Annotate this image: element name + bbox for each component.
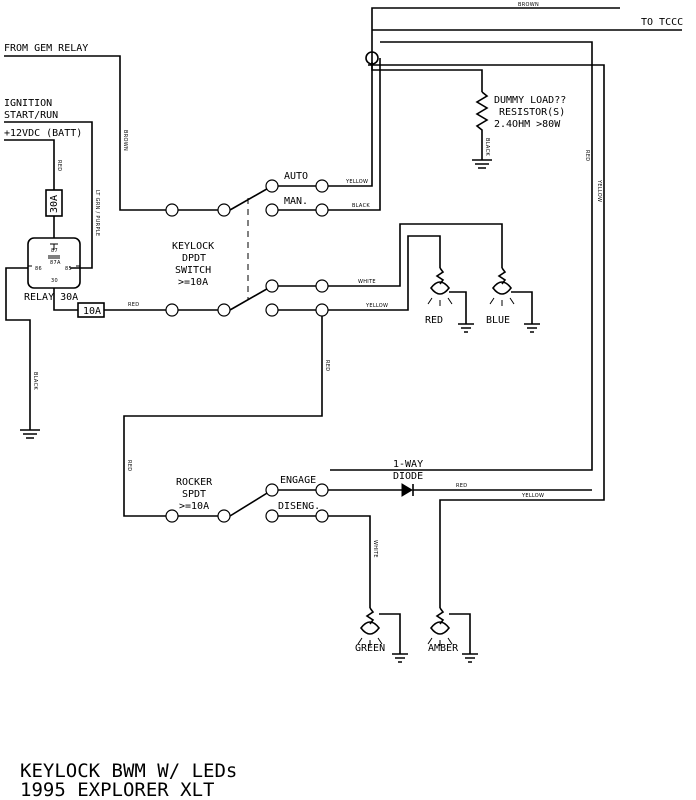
man-label: MAN.	[284, 196, 308, 207]
rocker-terminal-1	[165, 509, 179, 523]
diseng-label: DISENG.	[278, 501, 320, 512]
blue-led-label: BLUE	[486, 315, 510, 326]
wire-label-yellow-mid: YELLOW	[365, 303, 388, 309]
relay-out-wire	[53, 288, 78, 311]
ignition-label-1: IGNITION	[4, 98, 52, 109]
fuse-30a-label: 30A	[49, 195, 60, 213]
ground-symbol-relay	[20, 429, 40, 439]
keylock-label-2: DPDT	[182, 253, 206, 264]
keylock-terminal-4	[217, 303, 231, 317]
relay-contact-87	[50, 243, 58, 250]
keylock-terminal-auto-l	[265, 179, 279, 193]
wire-label-black-man: BLACK	[352, 203, 370, 209]
wire-label-brown-top: BROWN	[122, 130, 128, 151]
ignition-wire	[4, 121, 93, 269]
to-tccc-label: TO TCCC	[641, 17, 683, 28]
keylock-label-1: KEYLOCK	[172, 241, 214, 252]
relay-pin-86: 86	[35, 266, 42, 272]
white-green-wire	[328, 515, 371, 608]
wire-label-red-diode: RED	[456, 483, 467, 489]
batt-wire	[4, 139, 55, 190]
wire-label-black-relay: BLACK	[32, 372, 38, 390]
rocker-label-3: >=10A	[179, 501, 209, 512]
rocker-terminal-diseng-l	[265, 509, 279, 523]
keylock-blade-2	[229, 285, 273, 311]
green-led	[357, 607, 408, 663]
dummy-load-label-1: DUMMY LOAD??	[494, 95, 566, 106]
rocker-terminal-engage-r	[315, 483, 329, 497]
keylock-terminal-white-r	[315, 279, 329, 293]
wire-label-brown: BROWN	[518, 2, 539, 8]
resistor	[475, 91, 489, 160]
yellow-mid-wire	[328, 235, 441, 311]
batt-label: +12VDC (BATT)	[4, 128, 82, 139]
wire-label-black-resistor: BLACK	[484, 138, 490, 156]
wire-label-red-right: RED	[584, 150, 590, 161]
rocker-terminal-engage-l	[265, 483, 279, 497]
relay-ground-wire	[5, 267, 31, 430]
wire-label-red-fuse: RED	[128, 302, 139, 308]
rocker-label-1: ROCKER	[176, 477, 213, 488]
red-right-wire	[330, 41, 593, 471]
keylock-terminal-2	[217, 203, 231, 217]
rocker-blade	[229, 489, 273, 517]
from-gem-relay-label: FROM GEM RELAY	[4, 43, 88, 54]
relay-contact-87a	[48, 255, 60, 259]
keylock-label-3: SWITCH	[175, 265, 211, 276]
dummy-load-label-2: RESISTOR(S)	[499, 107, 565, 118]
auto-label: AUTO	[284, 171, 308, 182]
keylock-terminal-yellow-r	[315, 303, 329, 317]
wire-label-white-green: WHITE	[372, 540, 378, 558]
amber-led	[427, 607, 478, 663]
dummy-load-label-3: 2.4OHM >80W	[494, 119, 561, 130]
blue-led	[489, 267, 540, 333]
rocker-terminal-2	[217, 509, 231, 523]
wire-label-yellow-right: YELLOW	[596, 179, 602, 202]
white-top-wire	[328, 223, 503, 287]
wire-label-yellow-auto: YELLOW	[345, 179, 368, 185]
title-line-2: 1995 EXPLORER XLT	[20, 779, 214, 800]
relay-pin-87: 87	[51, 248, 58, 254]
red-led	[427, 267, 474, 333]
yellow-right-wire	[368, 64, 605, 608]
relay-pin-85: 85	[65, 266, 72, 272]
ignition-label-2: START/RUN	[4, 110, 58, 121]
fuse-10a-label: 10A	[83, 306, 101, 317]
diode-label-2: DIODE	[393, 471, 423, 482]
keylock-terminal-1	[165, 203, 179, 217]
wire-label-yellow-bottom: YELLOW	[521, 493, 544, 499]
wire-label-red-left: RED	[126, 460, 132, 471]
wire-label-white-top: WHITE	[358, 279, 376, 285]
keylock-terminal-yellow-l	[265, 303, 279, 317]
relay-pin-87a: 87A	[50, 260, 61, 266]
resistor-feed-wire	[371, 58, 483, 92]
keylock-terminal-man-r	[315, 203, 329, 217]
yellow-auto-wire	[328, 62, 373, 187]
brown-wire	[371, 7, 620, 58]
wire-label-red-mid: RED	[324, 360, 330, 371]
keylock-terminal-white-l	[265, 279, 279, 293]
keylock-terminal-3	[165, 303, 179, 317]
red-mid-wire	[123, 316, 323, 517]
keylock-blade-1	[229, 185, 273, 211]
green-led-label: GREEN	[355, 643, 385, 654]
rocker-label-2: SPDT	[182, 489, 206, 500]
keylock-terminal-auto-r	[315, 179, 329, 193]
wire-label-red-ign: RED	[56, 160, 62, 171]
gem-relay-wire	[4, 55, 172, 211]
black-man-wire	[328, 58, 381, 211]
title-line-1: KEYLOCK BWM W/ LEDs	[20, 760, 237, 782]
relay-label: RELAY 30A	[24, 292, 78, 303]
relay-pin-30: 30	[51, 278, 58, 284]
keylock-label-4: >=10A	[178, 277, 208, 288]
engage-label: ENGAGE	[280, 475, 316, 486]
red-led-label: RED	[425, 315, 443, 326]
diode-label-1: 1-WAY	[393, 459, 423, 470]
wire-label-lt-grn-purple: LT GRN / PURPLE	[94, 190, 100, 236]
ground-symbol-resistor	[472, 159, 492, 169]
diode-symbol	[401, 483, 413, 497]
amber-led-label: AMBER	[428, 643, 459, 654]
keylock-terminal-man-l	[265, 203, 279, 217]
